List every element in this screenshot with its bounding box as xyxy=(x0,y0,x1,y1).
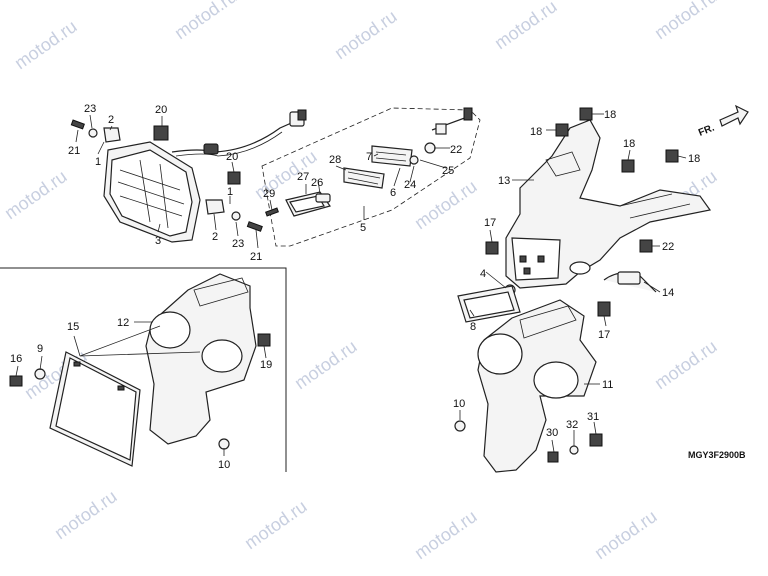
watermark: motod.ru xyxy=(291,336,361,393)
callout-23: 23 xyxy=(84,103,96,115)
callout-3: 3 xyxy=(155,235,161,247)
watermark: motod.ru xyxy=(651,0,721,43)
license-light-assembly xyxy=(261,107,481,247)
callout-31: 31 xyxy=(587,411,599,423)
callout-21: 21 xyxy=(250,251,262,263)
callout-30: 30 xyxy=(546,427,558,439)
callout-10: 10 xyxy=(218,459,230,471)
callout-4: 4 xyxy=(480,268,486,280)
fasteners-tail-light xyxy=(70,119,263,232)
diagram-code: MGY3F2900B xyxy=(688,450,746,460)
callout-26: 26 xyxy=(311,177,323,189)
reflector-wire xyxy=(603,271,657,293)
rear-reflector xyxy=(457,285,521,323)
callout-2: 2 xyxy=(108,114,114,126)
leader-lines xyxy=(15,113,687,456)
inset-frame xyxy=(0,267,287,472)
callout-20: 20 xyxy=(155,104,167,116)
callout-9: 9 xyxy=(37,343,43,355)
callout-1: 1 xyxy=(227,186,233,198)
callout-29: 29 xyxy=(263,188,275,200)
callout-18: 18 xyxy=(623,138,635,150)
watermark: motod.ru xyxy=(591,506,661,563)
callout-27: 27 xyxy=(297,171,309,183)
fasteners-lower-right xyxy=(454,420,603,463)
callout-12: 12 xyxy=(117,317,129,329)
fr-label: FR. xyxy=(697,122,716,138)
callout-2: 2 xyxy=(212,231,218,243)
license-bracket-right xyxy=(477,299,597,473)
rear-fender-bracket xyxy=(505,119,712,289)
callout-14: 14 xyxy=(662,287,674,299)
callout-20: 20 xyxy=(226,151,238,163)
watermark: motod.ru xyxy=(171,0,241,43)
callout-19: 19 xyxy=(260,359,272,371)
callout-labels: 23 2 20 21 1 20 1 29 27 26 28 7 22 25 24… xyxy=(10,103,700,471)
callout-21: 21 xyxy=(68,145,80,157)
callout-18: 18 xyxy=(604,109,616,121)
tail-light-assembly xyxy=(103,109,307,243)
callout-17: 17 xyxy=(484,217,496,229)
license-plate xyxy=(49,351,141,467)
callout-10: 10 xyxy=(453,398,465,410)
callout-15: 15 xyxy=(67,321,79,333)
callout-8: 8 xyxy=(470,321,476,333)
callout-24: 24 xyxy=(404,179,416,191)
callout-6: 6 xyxy=(390,187,396,199)
callout-5: 5 xyxy=(360,222,366,234)
callout-17: 17 xyxy=(598,329,610,341)
license-bracket-left xyxy=(145,273,257,445)
watermark: motod.ru xyxy=(11,16,81,73)
callout-28: 28 xyxy=(329,154,341,166)
callout-25: 25 xyxy=(442,165,454,177)
fasteners-inset xyxy=(9,333,271,450)
watermark: motod.ru xyxy=(331,6,401,63)
watermark: motod.ru xyxy=(651,336,721,393)
callout-16: 16 xyxy=(10,353,22,365)
callout-23: 23 xyxy=(232,238,244,250)
callout-18: 18 xyxy=(530,126,542,138)
callout-22: 22 xyxy=(450,144,462,156)
watermark: motod.ru xyxy=(241,496,311,553)
callout-32: 32 xyxy=(566,419,578,431)
callout-1: 1 xyxy=(95,156,101,168)
watermark: motod.ru xyxy=(411,506,481,563)
watermark: motod.ru xyxy=(491,0,561,53)
callout-11: 11 xyxy=(602,379,613,391)
callout-13: 13 xyxy=(498,175,510,187)
watermark: motod.ru xyxy=(51,486,121,543)
callout-18: 18 xyxy=(688,153,700,165)
watermark: motod.ru xyxy=(411,176,481,233)
callout-22: 22 xyxy=(662,241,674,253)
watermark: motod.ru xyxy=(1,166,71,223)
front-direction-marker: FR. xyxy=(697,104,749,139)
callout-7: 7 xyxy=(366,151,372,163)
